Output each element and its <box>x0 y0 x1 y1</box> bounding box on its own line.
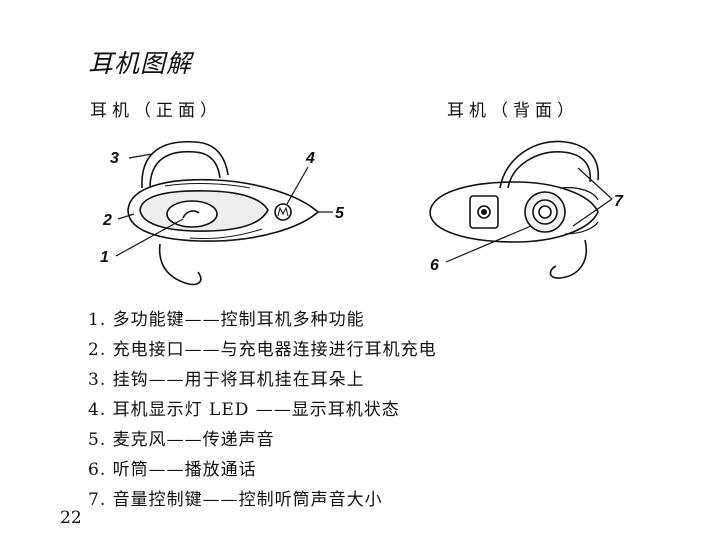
headset-diagram: 3 2 1 4 5 7 6 <box>100 140 624 286</box>
legend-item-5: 5. 麦克风——传递声音 <box>88 430 275 450</box>
callout-2: 2 <box>102 212 112 229</box>
headset-front-illustration <box>127 140 320 286</box>
callout-line-2 <box>117 213 135 220</box>
callout-4: 4 <box>305 150 315 167</box>
callout-6: 6 <box>430 257 439 274</box>
page-number: 22 <box>60 508 82 528</box>
legend-item-7: 7. 音量控制键——控制听筒声音大小 <box>88 490 383 510</box>
callout-5: 5 <box>335 205 345 222</box>
callout-7: 7 <box>614 193 624 210</box>
legend-item-6: 6. 听筒——播放通话 <box>88 460 257 480</box>
headset-back-illustration <box>429 140 599 279</box>
legend-item-2: 2. 充电接口——与充电器连接进行耳机充电 <box>88 340 437 360</box>
callout-line-7b <box>572 198 613 227</box>
legend-item-3: 3. 挂钩——用于将耳机挂在耳朵上 <box>88 370 365 390</box>
legend-item-1: 1. 多功能键——控制耳机多种功能 <box>88 310 365 330</box>
callout-1: 1 <box>100 249 109 266</box>
callout-line-4 <box>286 166 309 205</box>
front-view-label: 耳机（正面） <box>90 101 222 121</box>
callout-line-3 <box>128 153 153 159</box>
callout-line-6 <box>445 225 532 263</box>
callout-line-7a <box>577 167 613 200</box>
part-legend: 1. 多功能键——控制耳机多种功能 2. 充电接口——与充电器连接进行耳机充电 … <box>88 305 437 515</box>
page-title: 耳机图解 <box>88 49 193 78</box>
legend-item-4: 4. 耳机显示灯 LED ——显示耳机状态 <box>88 400 400 420</box>
callout-line-1 <box>115 218 184 257</box>
callout-3: 3 <box>110 150 119 167</box>
back-view-label: 耳机（背面） <box>447 101 579 121</box>
